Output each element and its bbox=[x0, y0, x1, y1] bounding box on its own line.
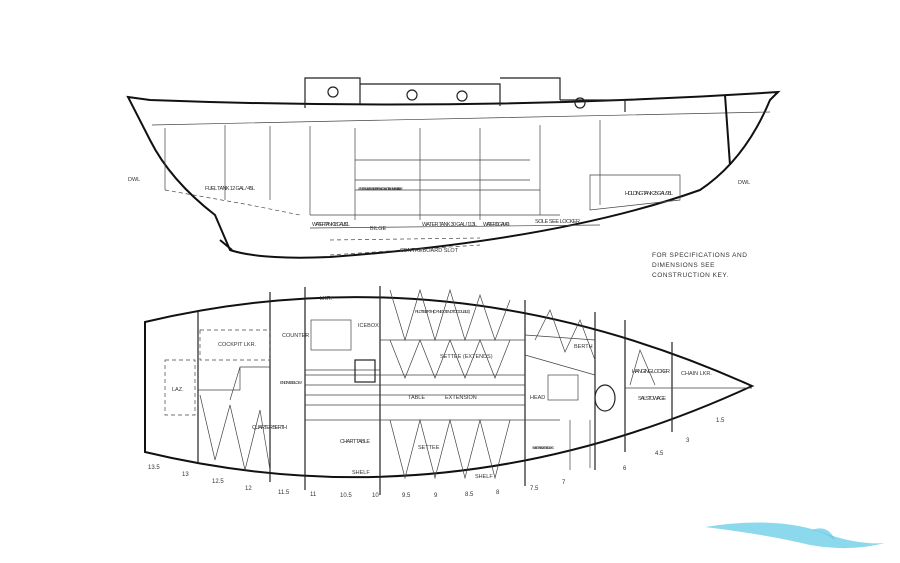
stove bbox=[310, 319, 352, 351]
head-label: HEAD bbox=[530, 395, 545, 401]
station-label: 4.5 bbox=[655, 451, 664, 457]
station-label: 10.5 bbox=[340, 493, 352, 499]
porthole bbox=[456, 90, 468, 102]
station-label: 3 bbox=[686, 438, 690, 444]
settee-extends-label: SETTEE (EXTENDS) bbox=[440, 354, 493, 360]
station-label: 6 bbox=[623, 466, 627, 472]
plan-annotations: LAZ. COCKPIT LKR. LKR. COUNTER ICEBOX EN… bbox=[172, 296, 712, 480]
cockpit-locker-label: COCKPIT LKR. bbox=[218, 342, 257, 348]
counter-label: COUNTER bbox=[282, 333, 309, 339]
bilge-label: BILGE bbox=[370, 226, 387, 232]
station-label: 7.5 bbox=[530, 486, 539, 492]
chart-table-label: CHART TABLE bbox=[340, 439, 370, 445]
dwl-aft-label: DWL bbox=[128, 177, 140, 183]
engine-below-label: ENGINE BELOW bbox=[280, 380, 303, 385]
dwl-fwd-label: DWL bbox=[738, 180, 750, 186]
shelf-fwd-label: SHELF bbox=[475, 474, 493, 480]
station-label: 10 bbox=[372, 493, 379, 499]
icebox-label: ICEBOX bbox=[358, 323, 379, 329]
lazarette-label: LAZ. bbox=[172, 387, 184, 393]
berth-label: BERTH bbox=[574, 344, 593, 350]
sole-label: SOLE SEE LOCKER bbox=[535, 219, 580, 225]
shelf-aft-label: SHELF bbox=[352, 470, 370, 476]
sail-stowage-label: SAIL STOWAGE bbox=[638, 396, 666, 402]
station-label: 13 bbox=[182, 472, 189, 478]
station-label: 7 bbox=[562, 480, 566, 486]
centreboard-trunk-label: CENTREBOARD TRUNK TOP OF TRUNK CONNECT T… bbox=[358, 186, 403, 191]
note-line-3: CONSTRUCTION KEY. bbox=[652, 272, 729, 279]
plan-view: LAZ. COCKPIT LKR. LKR. COUNTER ICEBOX EN… bbox=[144, 286, 755, 499]
specifications-note: FOR SPECIFICATIONS AND DIMENSIONS SEE CO… bbox=[652, 252, 747, 279]
holding-tank-label: HOLDING TANK 25 GAL / 95L bbox=[625, 191, 673, 197]
plan-hull-outline bbox=[144, 296, 755, 479]
extension-label: EXTENSION bbox=[445, 395, 477, 401]
station-label: 8 bbox=[496, 490, 500, 496]
shelf-rack-label: SHELF OR RACK FOR BOOKS bbox=[532, 445, 554, 450]
station-label: 9.5 bbox=[402, 493, 411, 499]
porthole bbox=[574, 97, 586, 109]
porthole bbox=[327, 86, 339, 98]
water-tank-mid-label: WATER TANK 30 GAL / 113L bbox=[422, 222, 477, 228]
station-label: 12 bbox=[245, 486, 252, 492]
hanging-locker-label: HANGING LOCKER bbox=[632, 369, 670, 375]
sink bbox=[354, 359, 376, 383]
station-marks: 13.5 13 12.5 12 11.5 11 10.5 10 9.5 9 8.… bbox=[148, 418, 725, 499]
grating bbox=[547, 374, 579, 401]
locker-label: LKR. bbox=[320, 296, 333, 302]
station-label: 9 bbox=[434, 493, 438, 499]
table-label: TABLE bbox=[408, 395, 425, 401]
watermark-logo bbox=[705, 522, 885, 549]
quarter-berth-label: QUARTER BERTH bbox=[252, 425, 287, 431]
station-label: 12.5 bbox=[212, 479, 224, 485]
water-tank-fwd-label: WATER 11 GAL / 40L bbox=[483, 222, 511, 228]
cockpit-locker-outline bbox=[199, 329, 271, 361]
station-label: 11 bbox=[310, 492, 317, 498]
station-label: 13.5 bbox=[148, 465, 160, 471]
station-label: 11.5 bbox=[278, 490, 290, 496]
toilet bbox=[594, 384, 616, 412]
station-label: 1.5 bbox=[716, 418, 725, 424]
station-label: 8.5 bbox=[465, 492, 474, 498]
lazarette-outline bbox=[164, 359, 196, 416]
note-line-2: DIMENSIONS SEE bbox=[652, 262, 715, 269]
cabin-trunk bbox=[304, 77, 626, 112]
chain-locker-label: CHAIN LKR. bbox=[681, 371, 712, 377]
profile-hull-outline bbox=[126, 90, 781, 259]
profile-annotations: DWL DWL FUEL TANK 12 GAL / 45L WATER TAN… bbox=[128, 177, 750, 254]
note-line-1: FOR SPECIFICATIONS AND bbox=[652, 252, 747, 259]
porthole bbox=[406, 89, 418, 101]
pilot-berth-label: PILOT BERTH (CAN EXTEND TO DOUBLE) bbox=[415, 309, 471, 314]
centreboard-slot-label: CENTREBOARD SLOT bbox=[400, 248, 459, 254]
settee-label: SETTEE bbox=[418, 445, 440, 451]
water-tank-aft-label: WATER TANK 18 GAL / 80L bbox=[312, 222, 350, 228]
fuel-tank-label: FUEL TANK 12 GAL / 45L bbox=[205, 186, 255, 192]
profile-view: DWL DWL FUEL TANK 12 GAL / 45L WATER TAN… bbox=[126, 77, 781, 259]
